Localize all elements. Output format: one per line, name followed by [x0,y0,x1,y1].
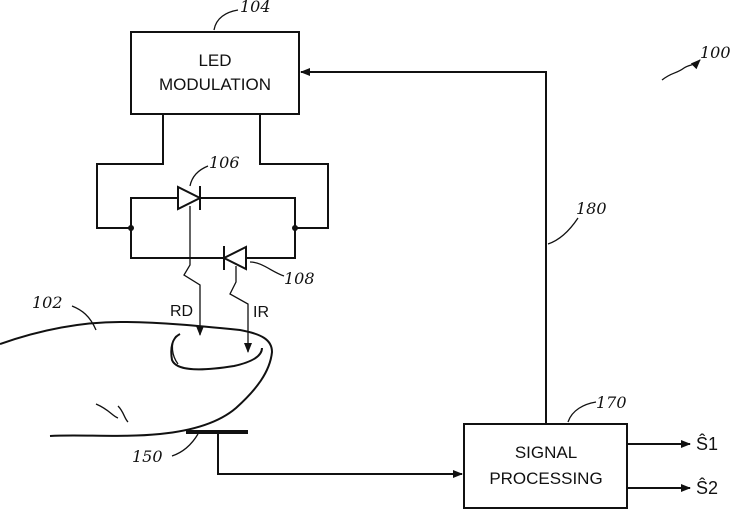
finger-outline [0,322,272,436]
led-modulation-line2: MODULATION [159,75,271,94]
feedback-path [301,72,546,424]
finger-leader [72,306,96,330]
figure-ref-number: 100 [700,43,731,62]
signal-processing-box [464,424,627,508]
ir-led-diode-icon [224,247,246,269]
red-led-diode-icon [178,187,200,209]
red-led-ref: 106 [209,153,240,172]
led-modulation-block: LED MODULATION 104 [131,0,299,114]
output-2-label: Ŝ2 [696,477,718,498]
led-modulation-leader [214,10,238,30]
photodetector-ref: 150 [132,447,163,466]
finger-ref: 102 [32,293,63,312]
led-modulation-line1: LED [198,51,231,70]
led-modulation-ref: 104 [240,0,271,16]
detector-to-processing-line [218,432,462,474]
rd-label: RD [170,303,193,320]
red-led: 106 RD [170,153,240,335]
signal-processing-line2: PROCESSING [489,469,602,488]
outputs: Ŝ1 Ŝ2 [627,433,718,498]
ir-label: IR [253,304,269,321]
signal-processing-line1: SIGNAL [515,443,577,462]
finger: 102 [0,293,272,436]
ir-led-ref: 108 [284,269,315,288]
ir-emission-arrow [230,266,248,352]
feedback-line: 180 [301,72,607,424]
led-modulation-box [131,32,299,114]
output-1-label: Ŝ1 [696,433,718,454]
ir-led: 108 IR [224,246,315,352]
figure-ref-label: 100 [662,43,731,80]
signal-processing-ref: 170 [596,393,627,412]
led-drive-wiring [97,114,328,258]
feedback-ref: 180 [576,199,607,218]
photodetector: 150 [132,432,462,474]
